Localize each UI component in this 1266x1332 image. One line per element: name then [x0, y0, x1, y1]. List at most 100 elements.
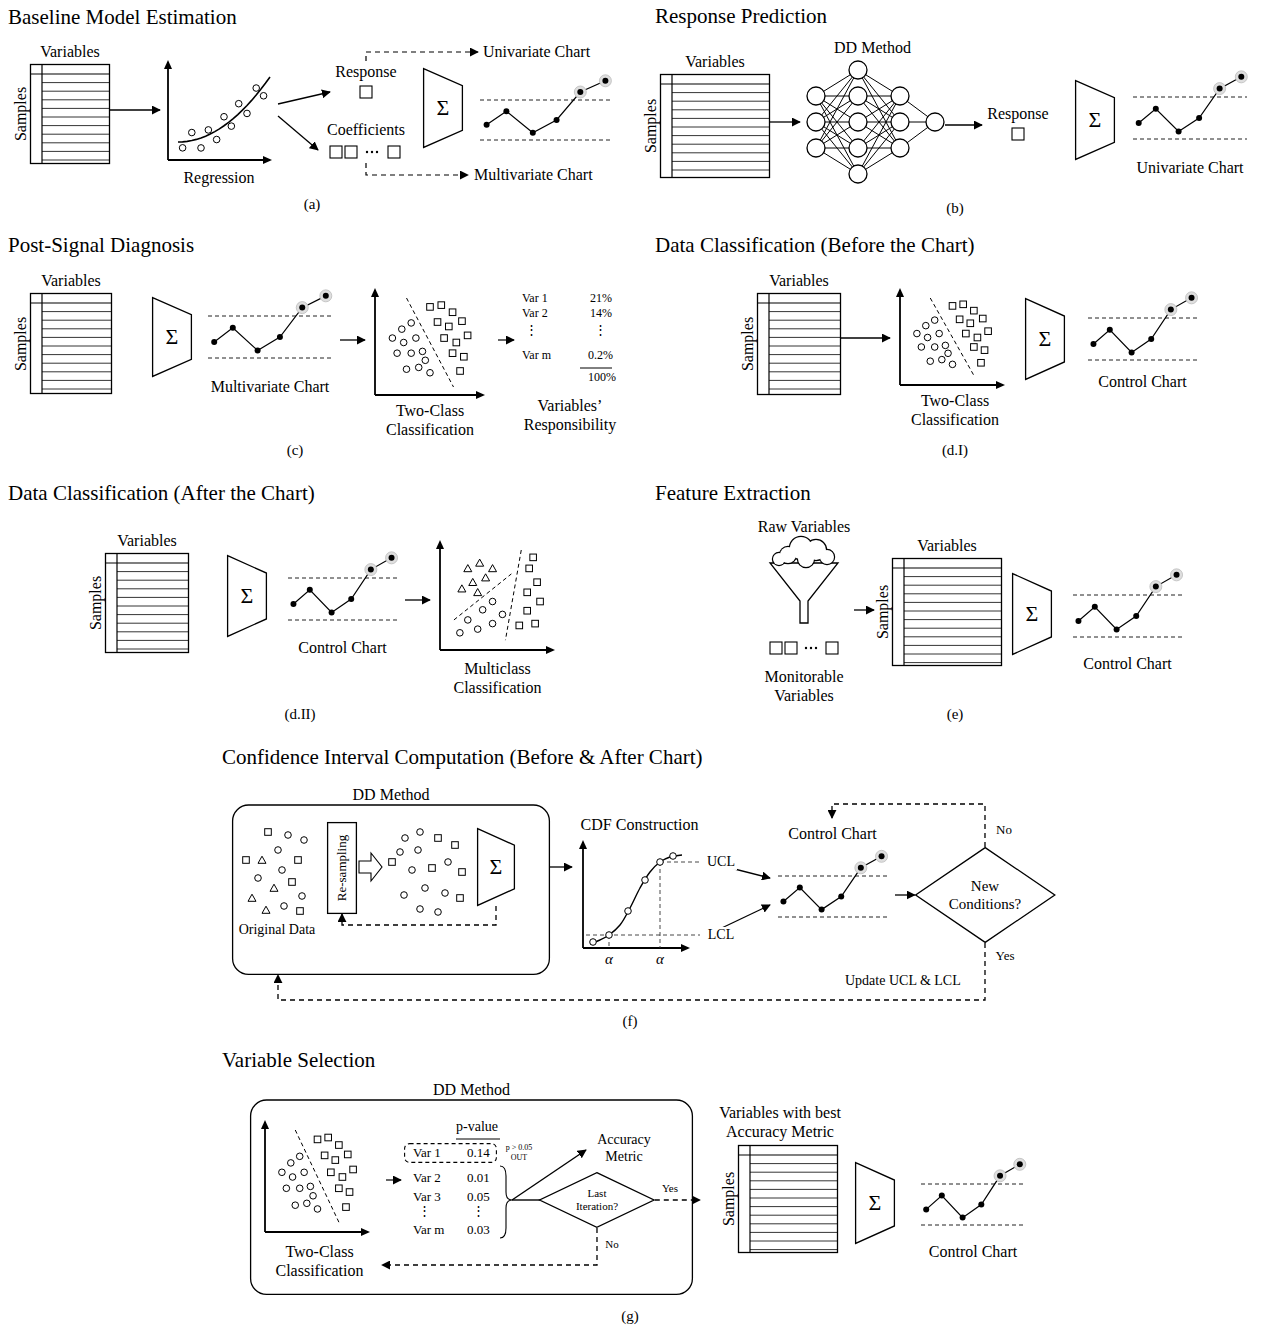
edge-label: No	[603, 1238, 620, 1251]
out-of-control-halo	[1214, 83, 1226, 95]
data-point	[939, 356, 946, 363]
chart-point	[1133, 613, 1139, 619]
table-cell: 21%	[590, 291, 612, 305]
chart-point	[277, 334, 283, 340]
data-point	[923, 322, 930, 329]
panel-title: Variable Selection	[222, 1048, 375, 1073]
data-point	[205, 127, 212, 134]
axis-arrow	[476, 391, 485, 399]
leader-arrow	[498, 339, 514, 340]
data-point	[314, 1136, 321, 1143]
node-label: New Conditions?	[943, 877, 1027, 913]
table-rule	[117, 640, 189, 641]
ellipsis-dot	[371, 151, 373, 153]
table-rule	[769, 354, 841, 355]
value-square	[785, 642, 797, 654]
out-of-control-halo	[296, 302, 308, 314]
data-point	[402, 835, 409, 842]
axis	[900, 384, 1003, 386]
flow-line	[512, 1199, 540, 1200]
data-point	[394, 350, 401, 357]
trapezoid-outline	[228, 556, 267, 637]
data-point	[489, 565, 497, 572]
node-label: Regression	[160, 168, 278, 187]
axis-arrow	[681, 944, 690, 952]
table-rule	[768, 293, 769, 395]
data-point	[213, 136, 220, 143]
node-label: Samples	[86, 576, 105, 630]
chart-point	[1114, 626, 1120, 632]
data-point	[339, 1174, 346, 1181]
node-label: Control Chart	[280, 638, 405, 657]
data-point	[304, 1200, 311, 1207]
table-rule	[41, 293, 42, 394]
node-label: Σ	[1012, 599, 1052, 629]
cloud-fill	[820, 550, 834, 564]
control-limit	[288, 578, 397, 579]
node-label: Σ	[477, 852, 515, 882]
chart-point	[577, 89, 583, 95]
data-point	[461, 353, 468, 360]
table-cell: ⋮	[418, 1203, 431, 1219]
feature-funnel: Raw VariablesMonitorable Variables	[754, 517, 854, 710]
axis	[440, 649, 553, 651]
data-point	[179, 145, 186, 152]
table-rule	[672, 152, 770, 153]
axis	[264, 1122, 266, 1232]
trapezoid-outline	[424, 69, 463, 148]
chart-point	[879, 853, 885, 859]
network-link	[816, 70, 858, 148]
table-rule	[904, 645, 1002, 646]
data-point	[931, 317, 938, 324]
table-rule	[904, 662, 1002, 663]
node-label: Response	[982, 104, 1054, 123]
data-point	[413, 335, 420, 342]
panel-tag: (b)	[946, 199, 964, 217]
data-point	[228, 123, 235, 130]
node-label: 0.14	[467, 1145, 490, 1161]
data-point	[945, 350, 952, 357]
axis-arrow	[579, 840, 587, 849]
table-rule	[42, 160, 110, 161]
trapezoid-outline	[478, 829, 515, 906]
control-limit	[1088, 360, 1197, 361]
table-cell: ⋮	[525, 322, 538, 338]
value-square	[826, 642, 838, 654]
table-rule	[769, 363, 841, 364]
ellipsis-dot	[366, 151, 368, 153]
data-point	[530, 554, 537, 561]
panel-title: Confidence Interval Computation (Before …	[222, 745, 703, 770]
table-rule	[904, 628, 1002, 629]
chart-point	[1174, 572, 1180, 578]
data-point	[489, 620, 496, 627]
table-cell: 0.05	[467, 1189, 490, 1205]
table-rule	[904, 619, 1002, 620]
data-table: VariablesSamples	[12, 42, 110, 164]
chart-point	[1090, 341, 1096, 347]
trapezoid-outline	[1076, 81, 1115, 160]
chart-point	[1176, 128, 1182, 134]
value-square	[360, 86, 372, 98]
table-rule	[42, 380, 112, 381]
aggregation-trapezoid: Σ	[1025, 298, 1065, 380]
axis-arrow	[996, 381, 1005, 389]
cloud-fill	[798, 551, 814, 567]
node-label: Var 1	[413, 1145, 441, 1161]
data-point	[956, 316, 963, 323]
brace	[500, 1166, 512, 1238]
data-point	[452, 842, 459, 849]
data-point	[438, 302, 445, 309]
panel-title: Data Classification (Before the Chart)	[655, 233, 975, 258]
table-rule	[769, 389, 841, 390]
table-rule	[42, 125, 110, 126]
node-label: Response	[330, 62, 402, 81]
node-shape	[915, 847, 1055, 943]
table-cell: Var 1	[522, 291, 548, 305]
node-shape	[572, 815, 707, 965]
method-container: DD MethodTwo-Class ClassificationVar 10.…	[250, 1080, 693, 1295]
control-chart: Control Chart	[770, 818, 895, 927]
data-point	[255, 875, 262, 882]
data-point	[657, 859, 664, 866]
table-cell: Var 3	[413, 1189, 441, 1205]
